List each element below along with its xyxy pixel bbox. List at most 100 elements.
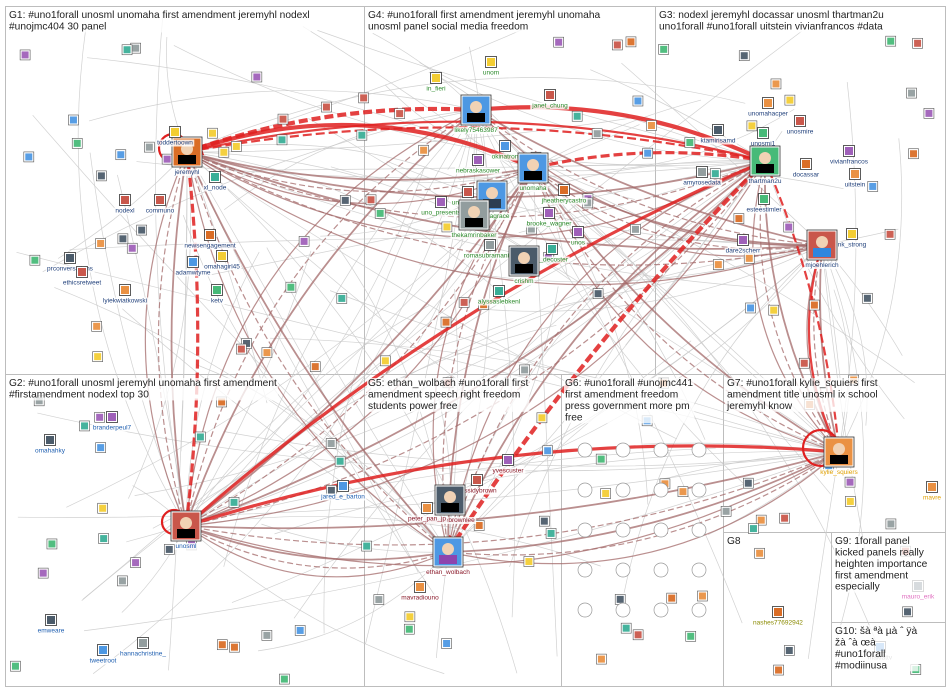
user-node[interactable] bbox=[458, 297, 470, 308]
user-node[interactable] bbox=[144, 141, 155, 153]
user-node[interactable] bbox=[294, 625, 306, 636]
user-node[interactable] bbox=[373, 594, 385, 605]
user-node[interactable] bbox=[545, 528, 557, 539]
user-node[interactable] bbox=[473, 520, 485, 531]
user-node[interactable] bbox=[195, 431, 206, 443]
user-node[interactable] bbox=[261, 347, 273, 358]
node-janet-chung[interactable]: janet_chung bbox=[530, 89, 570, 110]
user-node[interactable] bbox=[79, 420, 90, 432]
user-node[interactable] bbox=[571, 110, 583, 122]
user-node[interactable] bbox=[798, 357, 810, 369]
user-node[interactable] bbox=[130, 557, 141, 568]
user-node[interactable] bbox=[309, 361, 321, 372]
node-thartman2u[interactable]: thartman2u bbox=[747, 145, 783, 185]
user-node[interactable] bbox=[691, 522, 707, 538]
user-node[interactable] bbox=[19, 49, 31, 61]
user-node[interactable] bbox=[923, 108, 935, 119]
user-node[interactable] bbox=[906, 87, 917, 99]
node-unosml[interactable]: unosml bbox=[170, 510, 202, 550]
user-node[interactable] bbox=[440, 316, 452, 328]
node-omahagirl45[interactable]: omahagirl45 bbox=[203, 250, 242, 271]
user-node[interactable] bbox=[228, 497, 240, 508]
user-node[interactable] bbox=[653, 522, 669, 538]
user-node[interactable] bbox=[97, 502, 108, 514]
node-thekamrinbaker[interactable]: thekamrinbaker bbox=[450, 199, 499, 239]
user-node[interactable] bbox=[536, 412, 548, 424]
user-node[interactable] bbox=[684, 137, 696, 148]
node-tweetroot[interactable]: tweetroot bbox=[88, 644, 118, 665]
user-node[interactable] bbox=[745, 302, 756, 314]
user-node[interactable] bbox=[285, 281, 297, 293]
user-node[interactable] bbox=[577, 442, 593, 458]
node-ktamirisamd[interactable]: ktamirisamd bbox=[699, 124, 737, 145]
user-node[interactable] bbox=[277, 113, 289, 125]
user-node[interactable] bbox=[691, 482, 707, 498]
node-omahahky[interactable]: omahahky bbox=[34, 434, 67, 455]
user-node[interactable] bbox=[620, 622, 632, 634]
user-node[interactable] bbox=[394, 108, 405, 119]
user-node[interactable] bbox=[867, 181, 879, 192]
user-node[interactable] bbox=[236, 343, 247, 355]
node-emweare[interactable]: emweare bbox=[36, 614, 66, 635]
user-node[interactable] bbox=[334, 455, 346, 467]
user-node[interactable] bbox=[121, 44, 133, 56]
user-node[interactable] bbox=[770, 78, 782, 90]
node-unomaha[interactable]: unomaha bbox=[517, 152, 549, 192]
user-node[interactable] bbox=[553, 36, 564, 48]
node-communo[interactable]: communo bbox=[144, 194, 176, 215]
user-node[interactable] bbox=[653, 602, 669, 618]
node-crishm[interactable]: crishm bbox=[508, 245, 540, 285]
user-node[interactable] bbox=[773, 664, 784, 676]
node-mjoehlerich[interactable]: mjoehlerich bbox=[804, 229, 840, 269]
user-node[interactable] bbox=[117, 233, 129, 245]
user-node[interactable] bbox=[321, 101, 332, 113]
user-node[interactable] bbox=[809, 299, 820, 311]
user-node[interactable] bbox=[746, 120, 758, 132]
node-nashes77692942[interactable]: nashes77692942 bbox=[752, 606, 805, 627]
user-node[interactable] bbox=[29, 254, 41, 266]
node-adamwtyme[interactable]: adamwtyme bbox=[174, 256, 212, 277]
user-node[interactable] bbox=[713, 259, 724, 270]
user-node[interactable] bbox=[710, 168, 721, 179]
user-node[interactable] bbox=[885, 35, 897, 47]
user-node[interactable] bbox=[336, 293, 348, 304]
user-node[interactable] bbox=[276, 134, 288, 146]
user-node[interactable] bbox=[642, 147, 653, 159]
user-node[interactable] bbox=[783, 645, 795, 656]
node-hannachristine-[interactable]: hannachristine_ bbox=[119, 637, 168, 658]
user-node[interactable] bbox=[403, 623, 415, 635]
user-node[interactable] bbox=[577, 602, 593, 618]
user-node[interactable] bbox=[755, 514, 767, 526]
node-ethicsretweet[interactable]: ethicsretweet bbox=[61, 266, 103, 287]
user-node[interactable] bbox=[591, 128, 603, 139]
user-node[interactable] bbox=[884, 228, 896, 240]
node-uitstein[interactable]: uitstein bbox=[843, 168, 867, 189]
user-node[interactable] bbox=[98, 533, 109, 544]
user-node[interactable] bbox=[902, 606, 913, 618]
user-node[interactable] bbox=[542, 445, 553, 457]
user-node[interactable] bbox=[207, 127, 218, 139]
node-likely75463987[interactable]: likely75463987 bbox=[453, 94, 500, 134]
user-node[interactable] bbox=[539, 515, 550, 527]
node-unosmire[interactable]: unosmire bbox=[785, 115, 815, 136]
user-node[interactable] bbox=[885, 518, 897, 530]
user-node[interactable] bbox=[115, 149, 127, 161]
user-node[interactable] bbox=[615, 602, 631, 618]
user-node[interactable] bbox=[325, 438, 337, 449]
node-mavre[interactable]: mavre bbox=[921, 481, 943, 502]
user-node[interactable] bbox=[577, 522, 593, 538]
node-dare2scherr[interactable]: dare2scherr bbox=[724, 234, 763, 255]
user-node[interactable] bbox=[733, 213, 745, 224]
user-node[interactable] bbox=[161, 153, 173, 165]
node-unosmi1[interactable]: unosmi1 bbox=[749, 127, 777, 148]
user-node[interactable] bbox=[844, 476, 856, 488]
user-node[interactable] bbox=[261, 630, 273, 641]
user-node[interactable] bbox=[691, 442, 707, 458]
node-okinatron[interactable]: okinatron bbox=[490, 140, 520, 161]
node-nk-strong[interactable]: nk_strong bbox=[836, 228, 868, 249]
user-node[interactable] bbox=[612, 39, 623, 51]
user-node[interactable] bbox=[231, 141, 242, 152]
user-node[interactable] bbox=[592, 288, 604, 299]
user-node[interactable] bbox=[117, 575, 128, 587]
user-node[interactable] bbox=[666, 592, 678, 604]
